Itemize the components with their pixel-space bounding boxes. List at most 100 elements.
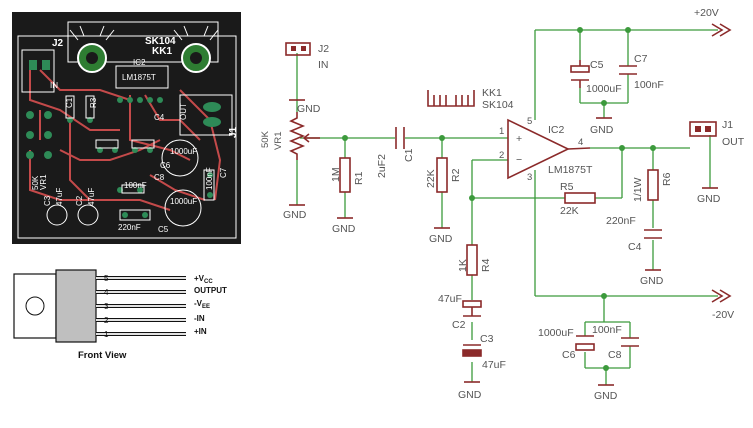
gnd-label: GND (297, 103, 321, 115)
pin-label-vee: -VEE (194, 299, 210, 310)
pcb-label-kk1: KK1 (152, 46, 172, 57)
pcb-c3 (46, 204, 68, 226)
heatsink-part: SK104 (482, 99, 514, 111)
pcb-c6 (161, 139, 199, 177)
pcb-label-c4-name: C4 (154, 113, 165, 122)
ic2-pin: 4 (578, 137, 583, 148)
pcb-resistors (65, 95, 215, 221)
gnd-symbols (289, 99, 718, 386)
pcb-label-out: OUT (179, 103, 188, 120)
pin-number: 5 (104, 274, 109, 283)
ic2-pin: 2 (499, 150, 504, 161)
pcb-label-sk104: SK104 (145, 36, 176, 47)
pcb-label-c7-val: 100nF (205, 167, 214, 190)
pin-label-pos-in: +IN (194, 327, 207, 336)
pcb-label-c8: C8 (154, 173, 165, 182)
pcb-pad (29, 60, 37, 70)
gnd-label: GND (283, 209, 307, 221)
c8-name: C8 (608, 349, 622, 361)
ic2-pin: 3 (527, 172, 532, 183)
ic2-pin: 5 (527, 116, 532, 127)
pcb-ic2-body (115, 65, 169, 89)
c1-capacitor (395, 127, 405, 149)
c4-name: C4 (628, 241, 642, 253)
pcb-j1-outline (179, 94, 233, 136)
c5-capacitor (570, 60, 590, 88)
pcb-label-ic2: IC2 (133, 58, 146, 67)
ic2-pin: 1 (499, 126, 504, 137)
j2-connector (285, 42, 311, 56)
c1-name: C1 (403, 148, 415, 162)
ic2-minus-sign: − (516, 154, 522, 166)
ic2-plus-sign: + (516, 133, 522, 145)
c6-name: C6 (562, 349, 576, 361)
pinout-hole (25, 296, 45, 316)
j1-name: J1 (722, 119, 733, 131)
c4-capacitor (644, 229, 662, 239)
heatsink-name: KK1 (482, 87, 502, 99)
pcb-label-c3-val: 47uF (55, 188, 64, 206)
pcb-label-c1: C1 (65, 97, 74, 108)
r1-name: R1 (353, 171, 365, 185)
pcb-label-vr-val: 50K (31, 175, 40, 190)
ic2-part: LM1875T (548, 164, 593, 176)
pcb-pad (203, 102, 221, 112)
vr1-value: 50K (260, 130, 271, 148)
pcb-label-c6: C6 (160, 161, 171, 170)
pcb-label-c4: 220nF (118, 223, 141, 232)
r4-name: R4 (480, 258, 492, 272)
pcb-heatsink (67, 21, 219, 73)
pcb-label-c7: C7 (219, 167, 228, 178)
pcb-label-c5: C5 (158, 225, 169, 234)
c2-value: 47uF (438, 293, 462, 305)
j2-name: J2 (318, 43, 329, 55)
gnd-label: GND (458, 389, 482, 401)
c3-capacitor (462, 344, 482, 357)
r6-name: R6 (661, 172, 673, 186)
j2-in-label: IN (318, 59, 329, 71)
pcb-label-c6-val: 1000uF (170, 147, 197, 156)
c2-name: C2 (452, 319, 466, 331)
c6-capacitor (575, 335, 595, 351)
pcb-traces (29, 69, 222, 211)
r5-name: R5 (560, 181, 574, 193)
pin-number: 3 (104, 302, 109, 311)
rail-negative: -20V (712, 309, 734, 321)
r1-resistor (339, 157, 351, 193)
vr1-name: VR1 (273, 132, 284, 150)
ic2-opamp (507, 118, 570, 180)
c7-value: 100nF (634, 79, 664, 91)
c1-value: 2uF2 (376, 154, 388, 178)
gnd-label: GND (590, 124, 614, 136)
vcc-arrow-icon (711, 23, 732, 37)
pcb-j2-outline (21, 49, 55, 93)
pcb-label-c3: C3 (43, 195, 52, 206)
pcb-label-c2: C2 (75, 195, 84, 206)
j1-connector (689, 121, 717, 137)
gnd-label: GND (429, 233, 453, 245)
rail-positive: +20V (694, 7, 719, 19)
gnd-label: GND (332, 223, 356, 235)
wires (296, 29, 718, 385)
pcb-c2 (77, 204, 99, 226)
junctions (342, 27, 656, 371)
r2-value: 22K (425, 169, 437, 188)
r2-resistor (436, 157, 448, 193)
c5-name: C5 (590, 59, 604, 71)
pin-label-output: OUTPUT (194, 286, 227, 295)
pinout-body (55, 269, 97, 343)
r4-value: 1K (457, 259, 469, 272)
pcb-label-part: LM1875T (122, 73, 156, 82)
pcb-board (12, 12, 241, 244)
r6-value: 1/1W (632, 177, 644, 202)
pinout-tab (13, 273, 57, 339)
pcb-outline (17, 35, 237, 239)
r2-name: R2 (450, 168, 462, 182)
gnd-label: GND (594, 390, 618, 402)
vr1-potentiometer (288, 112, 320, 160)
pinout-diagram: 5 4 3 2 1 +VCC OUTPUT -VEE -IN +IN Front… (13, 269, 227, 361)
c8-capacitor (621, 337, 639, 347)
pin-number: 2 (104, 316, 109, 325)
pcb-label-j2: J2 (52, 38, 64, 49)
